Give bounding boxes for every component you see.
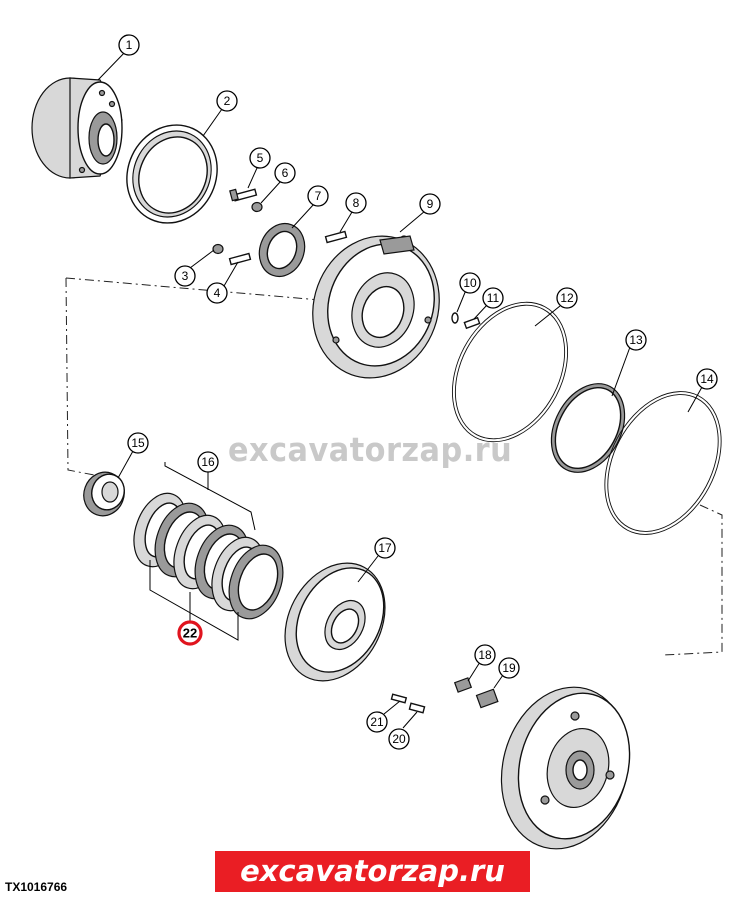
part-10-pin: [451, 312, 459, 324]
part-1-housing: [31, 77, 123, 179]
svg-text:16: 16: [201, 455, 215, 469]
callout-8: 8: [345, 192, 367, 214]
callout-22-highlighted: 22: [177, 620, 203, 646]
part-3-nut: [212, 243, 224, 255]
callout-15: 15: [127, 432, 149, 454]
svg-text:11: 11: [487, 291, 500, 305]
torque-converter: [500, 686, 631, 850]
callout-9: 9: [419, 193, 441, 215]
part-7-seal: [258, 222, 306, 278]
svg-text:12: 12: [560, 291, 574, 305]
svg-text:17: 17: [378, 541, 392, 555]
svg-text:21: 21: [370, 715, 384, 729]
part-12-o-ring: [451, 301, 569, 443]
svg-text:9: 9: [427, 197, 434, 211]
svg-text:18: 18: [478, 648, 492, 662]
part-8-pin: [324, 230, 348, 244]
callout-17: 17: [374, 537, 396, 559]
part-4-stud: [228, 252, 252, 266]
part-21-pin: [390, 693, 408, 704]
brand-banner[interactable]: excavatorzap.ru: [215, 851, 530, 892]
svg-text:4: 4: [214, 286, 221, 300]
svg-text:3: 3: [182, 269, 189, 283]
part-9-pump-body: [312, 235, 440, 379]
callout-5: 5: [249, 147, 271, 169]
svg-text:15: 15: [131, 436, 145, 450]
assembly-boundary-right: [663, 504, 723, 656]
callout-20: 20: [388, 728, 410, 750]
figure-id-label: TX1016766: [5, 880, 68, 894]
part-18-spring: [453, 677, 473, 693]
callout-14: 14: [696, 368, 718, 390]
leader-lines: [97, 49, 703, 729]
callout-6: 6: [274, 162, 296, 184]
part-19-spring: [475, 688, 499, 709]
svg-text:2: 2: [224, 94, 231, 108]
callout-19: 19: [498, 657, 520, 679]
callout-11: 11: [482, 287, 504, 309]
callout-10: 10: [459, 272, 481, 294]
callout-4: 4: [206, 282, 228, 304]
svg-text:22: 22: [183, 626, 197, 641]
svg-text:19: 19: [502, 661, 516, 675]
assembly-boundary: [65, 277, 111, 479]
part-15-gear-hub: [83, 471, 125, 517]
callout-2: 2: [216, 90, 238, 112]
part-13-o-ring: [550, 383, 626, 473]
part-17-pressure-plate: [284, 562, 386, 682]
svg-text:8: 8: [353, 196, 360, 210]
callout-21: 21: [366, 711, 388, 733]
part-2-seal-ring: [126, 124, 218, 224]
part-11-pin: [463, 316, 481, 330]
callout-7: 7: [307, 185, 329, 207]
callout-3: 3: [174, 265, 196, 287]
callout-13: 13: [625, 329, 647, 351]
svg-text:13: 13: [629, 333, 643, 347]
svg-text:1: 1: [126, 38, 133, 52]
part-20-pin: [408, 702, 426, 714]
svg-text:7: 7: [315, 189, 322, 203]
part-16-22-clutch-disc-pack: [133, 492, 284, 620]
part-6-nut: [251, 201, 263, 213]
part-14-o-ring: [604, 391, 722, 535]
svg-text:5: 5: [257, 151, 264, 165]
callout-16: 16: [197, 451, 219, 473]
callout-12: 12: [556, 287, 578, 309]
callout-1: 1: [118, 34, 140, 56]
callout-18: 18: [474, 644, 496, 666]
svg-text:14: 14: [700, 372, 714, 386]
svg-text:20: 20: [392, 732, 406, 746]
assembly-boundary-top: [65, 277, 321, 301]
svg-text:6: 6: [282, 166, 289, 180]
svg-text:10: 10: [463, 276, 477, 290]
part-5-bolt: [229, 188, 258, 202]
